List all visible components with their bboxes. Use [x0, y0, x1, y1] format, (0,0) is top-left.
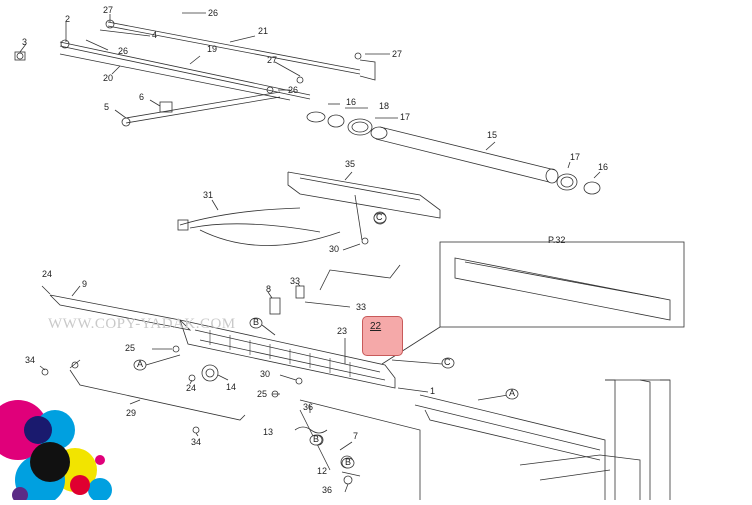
callout-4: 4 — [152, 30, 158, 40]
callout-1: 1 — [430, 386, 436, 396]
marker-c-top: C — [376, 212, 383, 222]
watermark: WWW.COPY-YADAK.COM — [48, 316, 236, 332]
callout-26: 26 — [288, 85, 299, 95]
callout-7: 7 — [353, 431, 359, 441]
callout-25: 25 — [125, 343, 136, 353]
marker-b-bottom: B — [345, 457, 352, 467]
callout-22: 22 — [370, 321, 382, 332]
callout-26: 26 — [208, 8, 219, 18]
callout-24: 24 — [42, 269, 53, 279]
highlighted-part-22[interactable]: 22 — [362, 316, 403, 356]
callout-34: 34 — [191, 437, 202, 447]
callout-8: 8 — [266, 284, 272, 294]
callout-34: 34 — [25, 355, 36, 365]
callout-14: 14 — [226, 382, 237, 392]
callout-27: 27 — [267, 55, 278, 65]
callout-3: 3 — [22, 37, 28, 47]
callout-36: 36 — [322, 485, 333, 495]
callout-2: 2 — [65, 14, 71, 24]
callout-18: 18 — [379, 101, 390, 111]
callout-35: 35 — [345, 159, 356, 169]
callout-25: 25 — [257, 389, 268, 399]
callout-33: 33 — [290, 276, 301, 286]
marker-a-left: A — [137, 359, 144, 369]
callout-36: 36 — [303, 402, 314, 412]
callout-27: 27 — [392, 49, 403, 59]
marker-c-right: C — [444, 357, 451, 367]
rod-21 — [107, 21, 361, 75]
color-logo — [0, 400, 112, 505]
callout-31: 31 — [203, 190, 214, 200]
callout-23: 23 — [337, 326, 348, 336]
callout-16: 16 — [346, 97, 357, 107]
callout-9: 9 — [82, 279, 88, 289]
rod-19 — [59, 41, 311, 100]
callout-27: 27 — [103, 5, 114, 15]
marker-b-frame: B — [253, 317, 260, 327]
marker-b-lower: B — [313, 434, 320, 444]
rod-20 — [59, 53, 291, 101]
callout-19: 19 — [207, 44, 218, 54]
callout-17: 17 — [400, 112, 411, 122]
callout-15: 15 — [487, 130, 498, 140]
callout-5: 5 — [104, 102, 110, 112]
callout-30: 30 — [329, 244, 340, 254]
inset-title: P.32 — [548, 235, 566, 245]
callout-21: 21 — [258, 26, 269, 36]
callout-20: 20 — [103, 73, 114, 83]
callout-12: 12 — [317, 466, 328, 476]
callout-26: 26 — [118, 46, 129, 56]
rod-lower — [125, 91, 281, 124]
callout-13: 13 — [263, 427, 274, 437]
callout-17: 17 — [570, 152, 581, 162]
callout-24: 24 — [186, 383, 197, 393]
callout-33: 33 — [356, 302, 367, 312]
marker-a-right: A — [509, 388, 516, 398]
callout-29: 29 — [126, 408, 137, 418]
callout-30: 30 — [260, 369, 271, 379]
callout-16: 16 — [598, 162, 609, 172]
callout-6: 6 — [139, 92, 145, 102]
